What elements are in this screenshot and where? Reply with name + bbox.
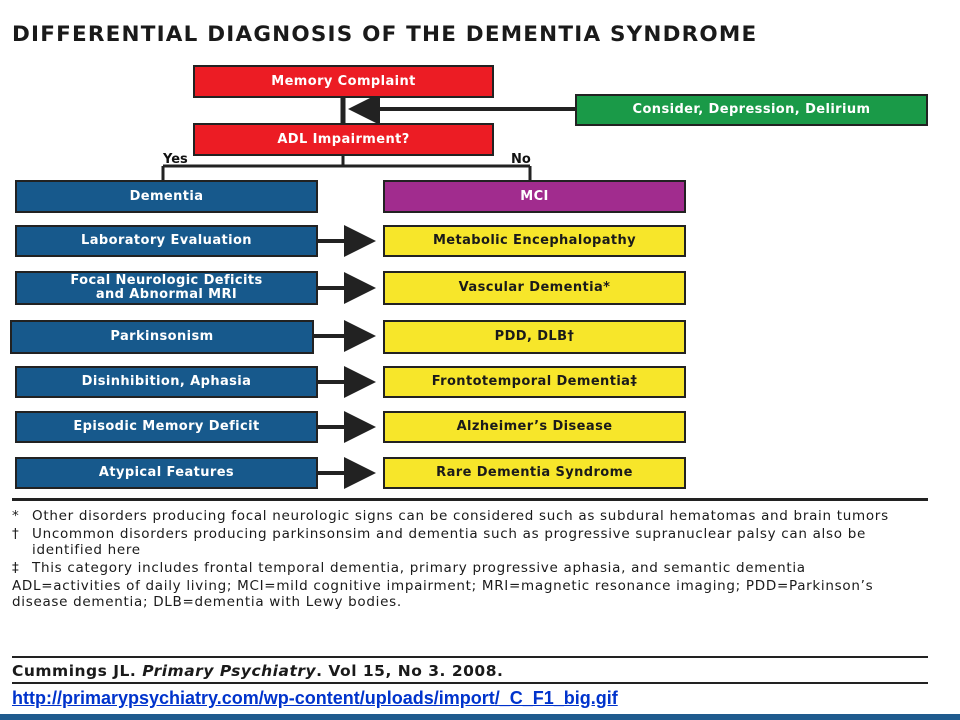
- citation-author: Cummings JL.: [12, 662, 137, 680]
- page-title: DIFFERENTIAL DIAGNOSIS OF THE DEMENTIA S…: [12, 22, 758, 47]
- focal-line-2: and Abnormal MRI: [95, 287, 238, 302]
- footnotes: * Other disorders producing focal neurol…: [12, 508, 932, 610]
- dementia-box: Dementia: [15, 180, 318, 213]
- slide-bottom-bar: [0, 714, 960, 720]
- abbreviations-text: ADL=activities of daily living; MCI=mild…: [12, 578, 874, 610]
- mci-box: MCI: [383, 180, 686, 213]
- divider-bottom: [12, 682, 928, 684]
- footnote-asterisk: * Other disorders producing focal neurol…: [12, 508, 889, 524]
- disinhibition-aphasia-box: Disinhibition, Aphasia: [15, 366, 318, 398]
- adl-impairment-box: ADL Impairment?: [193, 123, 494, 156]
- laboratory-evaluation-box: Laboratory Evaluation: [15, 225, 318, 257]
- divider-top: [12, 498, 928, 501]
- source-url-link[interactable]: http://primarypsychiatry.com/wp-content/…: [12, 688, 618, 708]
- citation-journal: Primary Psychiatry: [142, 662, 317, 680]
- flow-connectors: [161, 93, 575, 489]
- no-label: No: [511, 152, 531, 167]
- parkinsonism-box: Parkinsonism: [10, 320, 314, 354]
- frontotemporal-dementia-box: Frontotemporal Dementia‡: [383, 366, 686, 398]
- pdd-dlb-box: PDD, DLB†: [383, 320, 686, 354]
- focal-neurologic-deficits-box: Focal Neurologic Deficits and Abnormal M…: [15, 271, 318, 305]
- consider-box: Consider, Depression, Delirium: [575, 94, 928, 126]
- atypical-features-box: Atypical Features: [15, 457, 318, 489]
- divider-mid: [12, 656, 928, 658]
- rare-dementia-syndrome-box: Rare Dementia Syndrome: [383, 457, 686, 489]
- footnote-dagger: † Uncommon disorders producing parkinson…: [12, 526, 866, 558]
- focal-line-1: Focal Neurologic Deficits: [70, 273, 263, 288]
- citation: Cummings JL. Primary Psychiatry. Vol 15,…: [12, 662, 503, 680]
- footnote-double-dagger: ‡ This category includes frontal tempora…: [12, 560, 806, 576]
- episodic-memory-deficit-box: Episodic Memory Deficit: [15, 411, 318, 443]
- alzheimers-disease-box: Alzheimer’s Disease: [383, 411, 686, 443]
- memory-complaint-box: Memory Complaint: [193, 65, 494, 98]
- yes-label: Yes: [163, 152, 188, 167]
- metabolic-encephalopathy-box: Metabolic Encephalopathy: [383, 225, 686, 257]
- citation-rest: . Vol 15, No 3. 2008.: [316, 662, 504, 680]
- vascular-dementia-box: Vascular Dementia*: [383, 271, 686, 305]
